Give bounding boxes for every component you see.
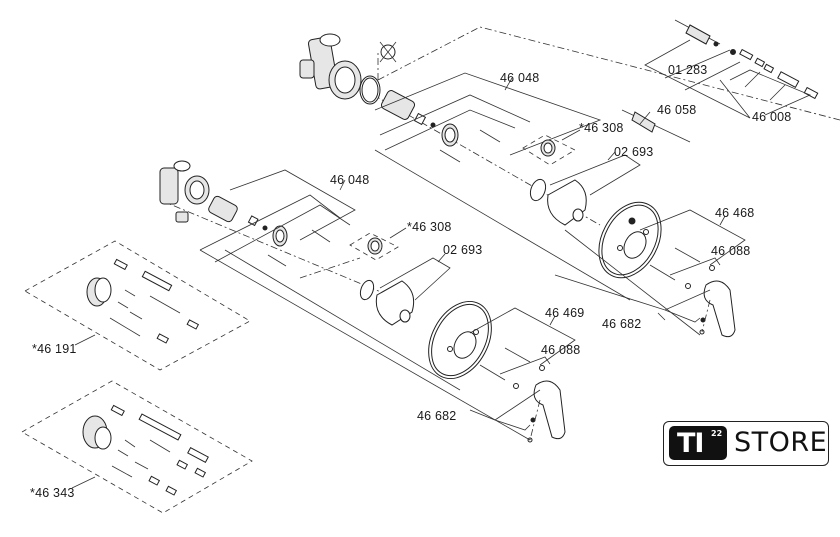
extension-kit-a — [24, 240, 251, 371]
upper-thermo-element — [621, 109, 691, 143]
part-label-46343: *46 343 — [30, 486, 75, 500]
part-label-46682-upper: 46 682 — [602, 317, 642, 331]
part-label-01283: 01 283 — [668, 63, 708, 77]
logo-store-text: STORE — [734, 427, 828, 458]
part-label-46048-lower: 46 048 — [330, 173, 370, 187]
upper-handle — [699, 280, 736, 338]
logo-badge-text: TI — [677, 428, 704, 459]
upper-sleeve — [547, 179, 587, 226]
part-label-46048-upper: 46 048 — [500, 71, 540, 85]
part-label-46469: 46 469 — [545, 306, 585, 320]
upper-diverter — [522, 134, 576, 166]
part-label-02693-lower: 02 693 — [443, 243, 483, 257]
part-label-46191: *46 191 — [32, 342, 77, 356]
lower-assembly — [159, 160, 576, 443]
part-label-46468: 46 468 — [715, 206, 755, 220]
extension-kit-b — [21, 380, 253, 514]
lower-mixer-body — [159, 160, 210, 223]
part-label-46008: 46 008 — [752, 110, 792, 124]
part-label-46088-lower: 46 088 — [541, 343, 581, 357]
upper-rosette — [598, 201, 662, 279]
logo-badge: TI 22 — [669, 426, 727, 460]
store-logo: TI 22 STORE — [663, 421, 829, 466]
part-label-46308-upper: *46 308 — [579, 121, 624, 135]
lower-rosette — [428, 300, 492, 380]
part-label-02693-upper: 02 693 — [614, 145, 654, 159]
part-label-46088-upper: 46 088 — [711, 244, 751, 258]
upper-assembly — [299, 19, 840, 338]
part-label-46308-lower: *46 308 — [407, 220, 452, 234]
part-label-46058: 46 058 — [657, 103, 697, 117]
upper-mixer-body — [299, 33, 381, 105]
upper-cartridge-nut — [441, 123, 459, 147]
not-included-icon — [379, 41, 397, 63]
upper-cartridge — [380, 90, 436, 128]
logo-badge-superscript: 22 — [711, 429, 723, 438]
upper-right-parts — [674, 19, 819, 100]
part-label-46682-lower: 46 682 — [417, 409, 457, 423]
